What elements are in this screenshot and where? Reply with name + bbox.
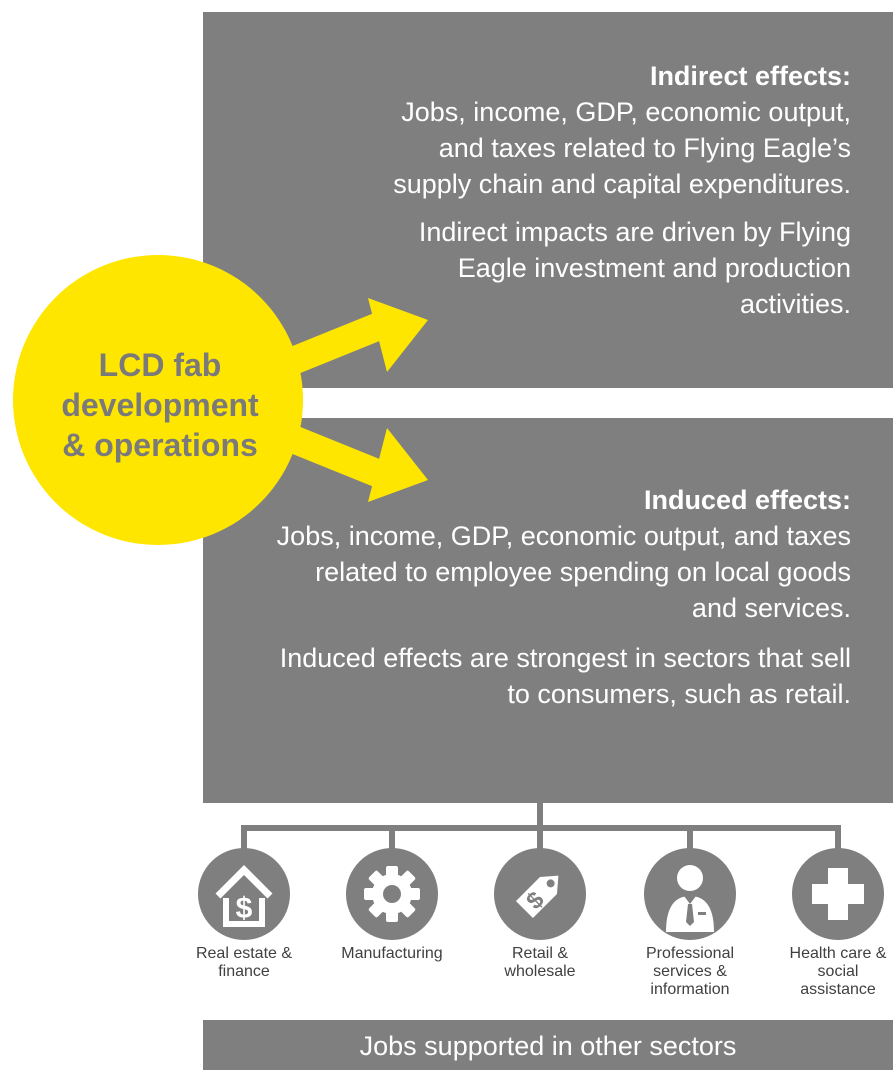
sector-label: Retail & wholesale bbox=[504, 945, 576, 980]
indirect-effects-text: Indirect effects: Jobs, income, GDP, eco… bbox=[391, 58, 851, 322]
indirect-effects-note: Indirect impacts are driven by Flying Ea… bbox=[418, 217, 851, 319]
price-tag-icon: $ bbox=[494, 848, 586, 940]
footer-bar: Jobs supported in other sectors bbox=[203, 1020, 893, 1070]
induced-effects-note: Induced effects are strongest in sectors… bbox=[279, 643, 851, 709]
hub-label: LCD fab development & operations bbox=[61, 347, 259, 463]
gear-icon bbox=[346, 848, 438, 940]
house-dollar-icon: $ bbox=[198, 848, 290, 940]
sector-manufacturing: Manufacturing bbox=[337, 848, 447, 963]
indirect-effects-body: Jobs, income, GDP, economic output, and … bbox=[393, 97, 851, 199]
svg-text:$: $ bbox=[236, 892, 253, 925]
sector-label: Manufacturing bbox=[341, 945, 443, 962]
sector-retail-wholesale: $ Retail & wholesale bbox=[485, 848, 595, 981]
sector-label: Health care & social assistance bbox=[789, 945, 887, 998]
induced-effects-text: Induced effects: Jobs, income, GDP, econ… bbox=[271, 482, 851, 712]
indirect-effects-panel bbox=[203, 12, 893, 388]
medical-cross-icon bbox=[792, 848, 884, 940]
businessperson-icon bbox=[644, 848, 736, 940]
hub-circle bbox=[13, 255, 303, 545]
sector-professional-services: Professional services & information bbox=[635, 848, 745, 999]
induced-effects-body: Jobs, income, GDP, economic output, and … bbox=[276, 521, 851, 623]
sector-label: Professional services & information bbox=[645, 945, 735, 998]
induced-effects-heading: Induced effects: bbox=[643, 485, 851, 515]
sector-label: Real estate & finance bbox=[195, 945, 293, 980]
sector-real-estate-finance: $ Real estate & finance bbox=[189, 848, 299, 981]
induced-effects-panel bbox=[203, 418, 893, 803]
arrow-to-induced bbox=[268, 418, 428, 502]
indirect-effects-heading: Indirect effects: bbox=[649, 61, 851, 91]
sector-health-care: Health care & social assistance bbox=[783, 848, 893, 999]
arrow-to-indirect bbox=[268, 298, 428, 382]
